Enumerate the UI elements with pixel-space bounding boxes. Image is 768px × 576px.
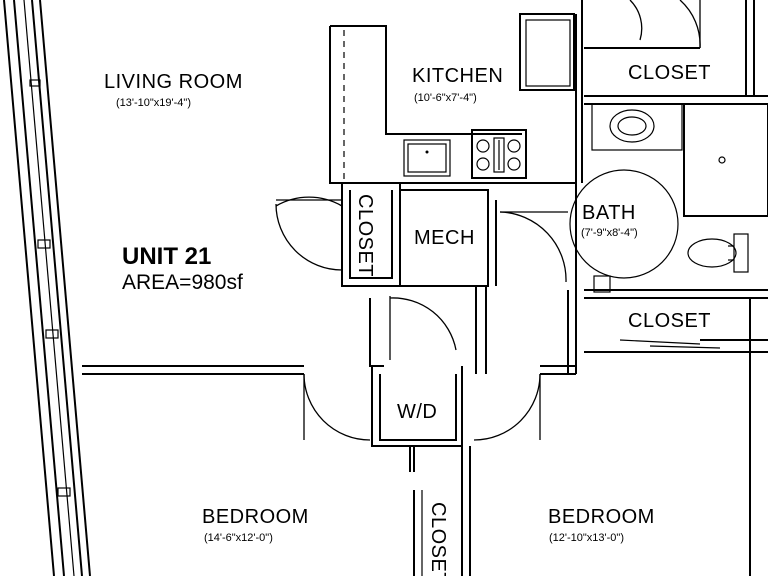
unit-area: AREA=980sf [122,271,243,294]
stove-icon [471,129,527,179]
exterior-window-wall [3,0,91,576]
lavatory-icon [591,103,683,151]
closet-bath-walls [575,0,768,299]
closet-entry-label: CLOSET [354,194,376,277]
closet-top-label: CLOSET [628,62,711,84]
bath-turning-circle [569,169,679,279]
bedroom-walls [82,298,768,576]
living-room-label: LIVING ROOM [104,71,243,93]
bedroom-left-dims: (14'-6"x12'-0") [204,532,273,544]
bedroom-right-label: BEDROOM [548,506,655,528]
kitchen-label: KITCHEN [412,65,503,87]
unit-title: UNIT 21 [122,243,211,270]
sink-icon [403,139,451,177]
bedroom-left-label: BEDROOM [202,506,309,528]
bath-dims: (7'-9"x8'-4") [581,227,638,239]
kitchen-area [329,13,577,184]
toilet-icon [687,233,749,273]
mech-label: MECH [414,227,475,249]
living-room-dims: (13'-10"x19'-4") [116,97,191,109]
bath-label: BATH [582,202,636,224]
bedroom-right-dims: (12'-10"x13'-0") [549,532,624,544]
wd-label: W/D [397,401,437,423]
closet-bottom-label: CLOSET [427,502,449,576]
core-walls [275,183,577,374]
closet-right-label: CLOSET [628,310,711,332]
kitchen-dims: (10'-6"x7'-4") [414,92,477,104]
